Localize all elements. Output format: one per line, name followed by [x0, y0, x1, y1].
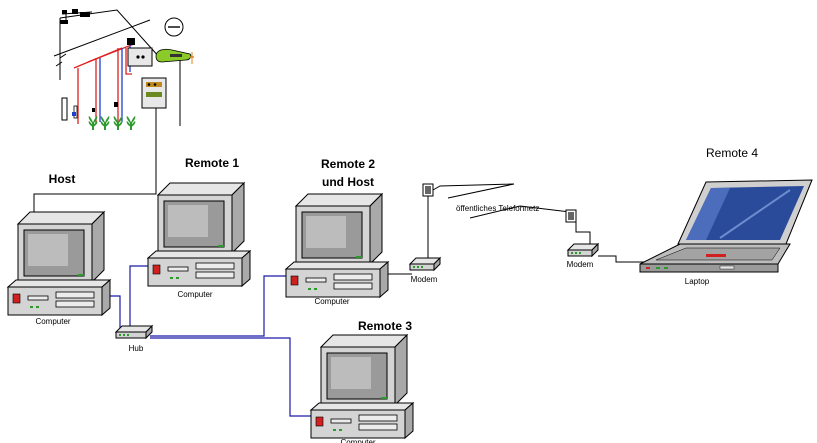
remote1-label: Remote 1: [185, 156, 239, 170]
greenhouse-installation: [53, 9, 194, 131]
remote2-label-line2: und Host: [322, 175, 374, 189]
remote1-computer: Computer: [147, 182, 251, 299]
lan-cabling: [105, 265, 314, 417]
hub-label: Hub: [129, 344, 144, 353]
host-computer: Computer: [7, 211, 111, 326]
phone-line-cabling: [378, 183, 646, 275]
host-computer-label: Computer: [35, 317, 70, 326]
remote4-label: Remote 4: [706, 146, 758, 160]
remote3-computer: Computer: [310, 334, 414, 443]
phone-network-label: öffentliches Telefonnetz: [456, 204, 539, 213]
remote2-computer-label: Computer: [314, 297, 349, 306]
phone-socket-left: [422, 183, 434, 197]
remote2-label-line1: Remote 2: [321, 157, 375, 171]
laptop-label: Laptop: [685, 277, 710, 286]
laptop: Laptop: [639, 179, 813, 286]
remote3-computer-label: Computer: [340, 438, 375, 443]
remote1-computer-label: Computer: [177, 290, 212, 299]
phone-socket-right: [565, 209, 577, 223]
controller-to-host-cable: [33, 108, 157, 214]
modem-remote2: Modem: [409, 257, 441, 284]
modem-remote4: Modem: [567, 243, 599, 269]
remote3-label: Remote 3: [358, 319, 412, 333]
host-label: Host: [49, 172, 76, 186]
modem2-label: Modem: [567, 260, 594, 269]
modem1-label: Modem: [411, 275, 438, 284]
hub: Hub: [114, 324, 154, 353]
remote2-computer: Computer: [285, 193, 389, 306]
